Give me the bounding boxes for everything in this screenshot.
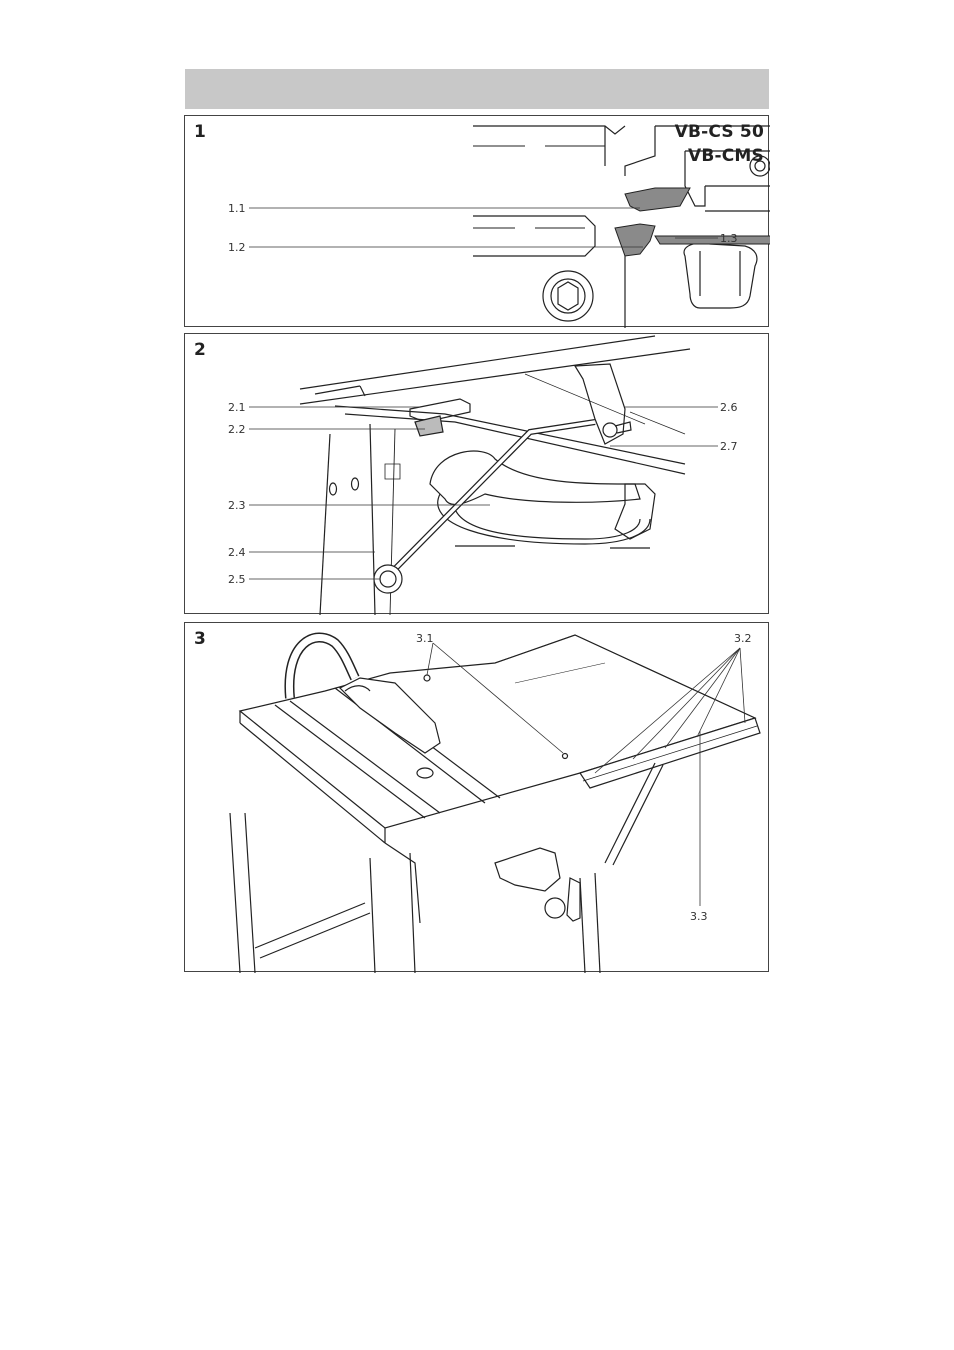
callout-3-2: 3.2 xyxy=(734,632,752,645)
figure-1-number: 1 xyxy=(194,122,206,142)
callout-1-3: 1.3 xyxy=(720,232,738,245)
callout-1-2: 1.2 xyxy=(228,241,246,254)
figure-1-panel: 1.1 1.2 1.3 1 VB-CS 50 VB-CMS xyxy=(184,115,769,327)
figure-3-illustration: 3.1 3.2 3.3 xyxy=(185,623,770,973)
header-bar xyxy=(185,69,769,109)
part-1-3-shape xyxy=(655,221,770,244)
callout-1-1: 1.1 xyxy=(228,202,246,215)
figure-2-panel: 2.1 2.2 2.3 2.4 2.5 2.6 2.7 2 xyxy=(184,333,769,614)
callout-2-5: 2.5 xyxy=(228,573,246,586)
figure-3-number: 3 xyxy=(194,629,206,649)
figure-1-illustration: 1.1 1.2 1.3 xyxy=(185,116,770,328)
callout-3-1: 3.1 xyxy=(416,632,434,645)
figure-2-number: 2 xyxy=(194,340,206,360)
callout-2-4: 2.4 xyxy=(228,546,246,559)
callout-2-1: 2.1 xyxy=(228,401,246,414)
callout-2-7: 2.7 xyxy=(720,440,738,453)
callout-2-6: 2.6 xyxy=(720,401,738,414)
part-1-1-shape xyxy=(625,188,690,211)
model-name-2: VB-CMS xyxy=(688,146,764,166)
callout-2-3: 2.3 xyxy=(228,499,246,512)
callout-3-3: 3.3 xyxy=(690,910,708,923)
figure-3-panel: 3.1 3.2 3.3 3 xyxy=(184,622,769,972)
callout-2-2: 2.2 xyxy=(228,423,246,436)
part-1-2-shape xyxy=(615,224,655,256)
model-name-1: VB-CS 50 xyxy=(675,122,764,142)
figure-2-illustration: 2.1 2.2 2.3 2.4 2.5 2.6 2.7 xyxy=(185,334,770,615)
